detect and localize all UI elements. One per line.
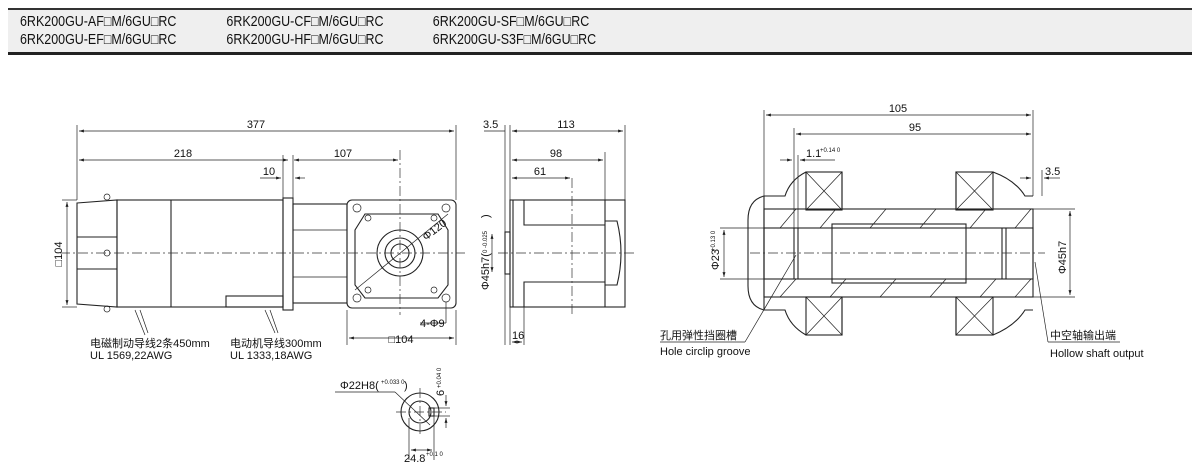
hollow-shaft-section: 105 95 1.1 +0.14 0 3.5 Φ23 +0.13 0 Φ45h7… [660,103,1144,360]
dim-bore: Φ22H8( [340,380,379,392]
model-row-1: 6RK200GU-AF□M/6GU□RC 6RK200GU-CF□M/6GU□RC… [20,14,639,30]
dim-95: 95 [909,122,921,134]
side-view: 3.5 113 98 61 16 Φ45h7( 0 -0.025 ) [480,119,635,345]
dim-bore-close: ) [404,380,408,392]
dim-shaft-close: ) [480,214,492,218]
circlip-groove-label-cn: 孔用弹性挡圈槽 [660,328,737,342]
model-name: 6RK200GU-HF□M/6GU□RC [226,32,384,48]
dim-total-length: 377 [247,119,265,131]
model-row-2: 6RK200GU-EF□M/6GU□RC 6RK200GU-HF□M/6GU□RC… [20,32,639,48]
dim-61: 61 [534,166,546,178]
dim-shaft-diameter: Φ45h7( [480,253,492,290]
dim-16: 16 [512,330,524,342]
dim-105: 105 [889,103,907,115]
dim-bore-tolerance: +0.13 0 [711,230,717,251]
dim-key-depth: 24.8 [404,453,425,465]
model-header: 6RK200GU-AF□M/6GU□RC 6RK200GU-CF□M/6GU□RC… [8,8,1192,55]
brake-lead-spec: UL 1569,22AWG [90,350,172,362]
dim-key-width: 6 [435,390,447,396]
model-name: 6RK200GU-CF□M/6GU□RC [226,14,384,30]
motor-lead-label: 电动机导线300mm [230,336,322,350]
dim-motor-length: 218 [174,148,192,160]
dim-3-5-output: 3.5 [1045,166,1060,178]
dim-bore-diameter: Φ23 [710,249,722,270]
dim-height: □104 [53,242,65,267]
dim-gear-length: 107 [334,148,352,160]
model-name: 6RK200GU-SF□M/6GU□RC [432,14,590,30]
motor-lead-spec: UL 1333,18AWG [230,350,312,362]
dim-groove-tolerance: +0.14 0 [820,148,841,154]
dim-3-5: 3.5 [483,119,498,131]
dim-key-depth-tolerance: +0.1 0 [426,452,444,458]
dim-square: □104 [389,334,414,346]
model-name: 6RK200GU-EF□M/6GU□RC [20,32,177,48]
hollow-shaft-label-cn: 中空轴输出端 [1050,328,1116,342]
dim-holes: 4-Φ9 [420,318,445,330]
dim-flange: 10 [263,166,275,178]
front-view: 377 218 107 10 □104 □104 Φ120 4-Φ9 电磁制动导… [53,119,465,362]
circlip-groove-label-en: Hole circlip groove [660,346,750,358]
dim-113: 113 [557,119,575,131]
dim-bore-tolerance: +0.033 0 [381,380,405,386]
dim-key-tolerance: +0.04 0 [437,367,443,388]
hollow-shaft-label-en: Hollow shaft output [1050,348,1144,360]
dim-groove-width: 1.1 [806,148,821,160]
dim-shaft-tolerance: 0 -0.025 [483,230,489,253]
model-name: 6RK200GU-AF□M/6GU□RC [20,14,177,30]
model-name: 6RK200GU-S3F□M/6GU□RC [432,32,597,48]
keyway-detail: Φ22H8( +0.033 0 ) 6 +0.04 0 24.8 +0.1 0 [335,367,450,465]
dim-98: 98 [550,148,562,160]
dim-outer-diameter: Φ45h7 [1057,241,1069,274]
brake-lead-label: 电磁制动导线2条450mm [90,336,210,350]
